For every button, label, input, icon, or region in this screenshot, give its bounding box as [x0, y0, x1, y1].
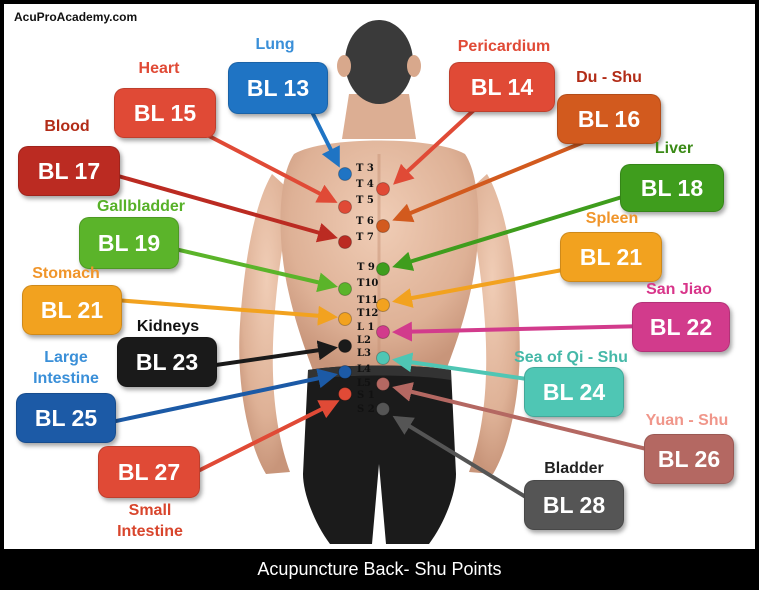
vertebra-label: L3	[357, 348, 371, 359]
point-dot-lung	[338, 167, 352, 181]
point-code-heart: BL 15	[114, 88, 216, 138]
point-code-large-intestine: BL 25	[16, 393, 116, 443]
vertebra-label: L 1	[357, 322, 375, 333]
arrow-kidneys	[201, 340, 338, 369]
diagram-canvas: AcuProAcademy.com BL 13 Lung BL 14 Pericard…	[4, 4, 755, 549]
vertebra-label: L4	[357, 364, 371, 375]
organ-label-sea-of-qi-shu: Sea of Qi - Shu	[514, 349, 628, 366]
arrow-pericardium	[393, 108, 476, 185]
point-dot-kidneys	[338, 339, 352, 353]
organ-label-small-intestine: Small Intestine	[117, 502, 183, 540]
vertebra-label: T 9	[357, 262, 375, 273]
arrow-heart	[208, 134, 338, 203]
arrow-sea-of-qi-shu	[392, 352, 535, 382]
organ-label-stomach: Stomach	[32, 265, 100, 282]
point-code-sea-of-qi-shu: BL 24	[524, 367, 624, 417]
point-dot-pericardium	[376, 182, 390, 196]
site-watermark: AcuProAcademy.com	[14, 10, 138, 24]
arrow-spleen	[392, 264, 585, 308]
vertebra-label: S 1	[357, 390, 375, 401]
point-dot-sea-of-qi-shu	[376, 351, 390, 365]
vertebra-label: T 4	[356, 179, 374, 190]
arrow-liver	[392, 192, 633, 271]
point-code-blood: BL 17	[18, 146, 120, 196]
point-code-gallbladder: BL 19	[79, 217, 179, 269]
point-dot-du-shu	[376, 219, 390, 233]
organ-label-lung: Lung	[255, 36, 295, 53]
vertebra-label: S 2	[357, 404, 375, 415]
vertebra-label: T 7	[356, 232, 374, 243]
organ-label-san-jiao: San Jiao	[646, 281, 712, 298]
point-dot-blood	[338, 235, 352, 249]
point-dot-liver	[376, 262, 390, 276]
arrow-du-shu	[392, 140, 585, 223]
vertebra-label: T11	[357, 295, 379, 306]
point-dot-heart	[338, 200, 352, 214]
organ-label-spleen: Spleen	[585, 210, 639, 227]
arrow-blood	[103, 170, 338, 243]
organ-label-kidneys: Kidneys	[136, 318, 200, 335]
arrow-large-intestine	[101, 368, 338, 426]
vertebra-label: T 3	[356, 163, 374, 174]
point-dot-bladder	[376, 402, 390, 416]
point-code-du-shu: BL 16	[557, 94, 661, 144]
vertebra-label: T 6	[356, 216, 374, 227]
vertebra-label: T 5	[356, 195, 374, 206]
point-code-kidneys: BL 23	[117, 337, 217, 387]
organ-label-heart: Heart	[138, 60, 180, 77]
organ-label-bladder: Bladder	[544, 460, 604, 477]
arrow-san-jiao	[392, 321, 645, 342]
organ-label-gallbladder: Gallbladder	[96, 198, 186, 215]
arrow-bladder	[392, 415, 536, 504]
point-code-lung: BL 13	[228, 62, 328, 114]
arrow-gallbladder	[161, 244, 338, 293]
point-code-small-intestine: BL 27	[98, 446, 200, 498]
point-dot-gallbladder	[338, 282, 352, 296]
organ-label-yuan-shu: Yuan - Shu	[645, 412, 729, 429]
point-code-spleen: BL 21	[560, 232, 662, 282]
organ-label-du-shu: Du - Shu	[576, 69, 642, 86]
organ-label-large-intestine: Large Intestine	[33, 349, 99, 387]
organ-label-liver: Liver	[654, 140, 694, 157]
organ-label-blood: Blood	[44, 118, 90, 135]
point-code-stomach: BL 21	[22, 285, 122, 335]
arrows-layer	[101, 108, 660, 504]
footer-caption: Acupuncture Back- Shu Points	[0, 549, 759, 590]
point-code-yuan-shu: BL 26	[644, 434, 734, 484]
arrow-yuan-shu	[392, 382, 660, 454]
arrow-small-intestine	[175, 400, 340, 484]
arrow-stomach	[101, 297, 338, 326]
point-dot-small-intestine	[338, 387, 352, 401]
organ-label-pericardium: Pericardium	[457, 38, 551, 55]
vertebra-label: T10	[357, 278, 379, 289]
point-dot-spleen	[376, 298, 390, 312]
vertebra-label: T12	[357, 308, 379, 319]
point-dot-large-intestine	[338, 365, 352, 379]
vertebra-label: L2	[357, 335, 371, 346]
point-code-bladder: BL 28	[524, 480, 624, 530]
point-dot-san-jiao	[376, 325, 390, 339]
point-code-liver: BL 18	[620, 164, 724, 212]
point-code-san-jiao: BL 22	[632, 302, 730, 352]
vertebra-label: L5	[357, 378, 371, 389]
arrow-lung	[310, 111, 340, 168]
point-dot-yuan-shu	[376, 377, 390, 391]
point-dot-stomach	[338, 312, 352, 326]
point-code-pericardium: BL 14	[449, 62, 555, 112]
